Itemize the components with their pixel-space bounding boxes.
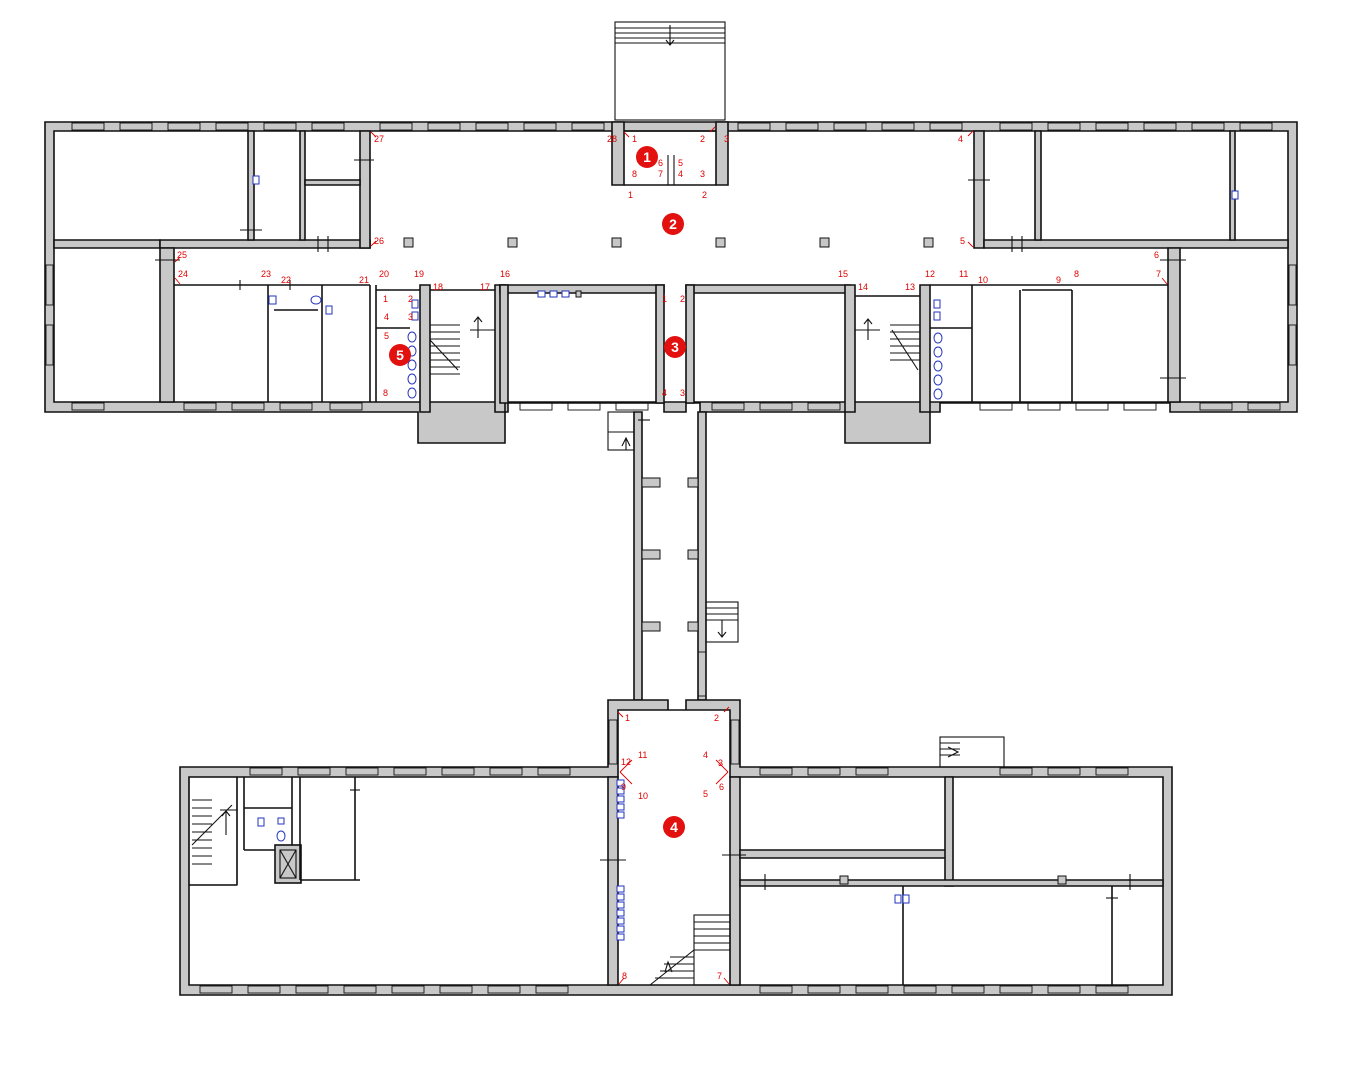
- lobby-point-label: 10: [638, 791, 648, 801]
- lobby-point-label: 1: [625, 713, 630, 723]
- hall-point-label: 14: [858, 282, 868, 292]
- lobby-point-label: 8: [622, 971, 627, 981]
- point-labels: 28 1 2 3 8 6 5 7 4 3 1 2 27 4 26 5 25 24…: [174, 126, 1168, 985]
- vestibule-point-label: 1: [628, 190, 633, 200]
- lobby-point-label: 4: [703, 750, 708, 760]
- hall-point-label: 7: [1156, 269, 1161, 279]
- north-wing: [44, 121, 1298, 444]
- hall-point-label: 8: [1074, 269, 1079, 279]
- hall-point-label: 19: [414, 269, 424, 279]
- hall-point-label: 6: [1154, 250, 1159, 260]
- vestibule-point-label: 3: [700, 169, 705, 179]
- vestibule-point-label: 6: [658, 158, 663, 168]
- hall-point-label: 18: [433, 282, 443, 292]
- vestibule-point-label: 8: [632, 169, 637, 179]
- hall-point-label: 21: [359, 275, 369, 285]
- restroom-point-label: 1: [383, 294, 388, 304]
- lobby-point-label: 7: [717, 971, 722, 981]
- corridor-point-label: 1: [662, 294, 667, 304]
- zone-marker-1: 1: [636, 146, 658, 168]
- corridor-point-label: 4: [662, 388, 667, 398]
- vestibule-point-label: 5: [678, 158, 683, 168]
- vestibule-point-label: 2: [700, 134, 705, 144]
- zone-markers: 1 2 3 4 5: [389, 146, 686, 838]
- lobby-point-label: 5: [703, 789, 708, 799]
- restroom-point-label: 8: [383, 388, 388, 398]
- hall-point-label: 12: [925, 269, 935, 279]
- lobby-point-label: 11: [638, 750, 647, 760]
- hall-point-label: 25: [177, 250, 187, 260]
- south-west-stair-treads: [191, 799, 237, 865]
- zone-number: 3: [671, 339, 679, 355]
- hall-point-label: 11: [959, 269, 968, 279]
- hall-point-label: 16: [500, 269, 510, 279]
- vestibule-point-label: 1: [632, 134, 637, 144]
- restroom-point-label: 5: [384, 331, 389, 341]
- restroom-point-label: 3: [408, 312, 413, 322]
- lobby-point-label: 3: [718, 758, 723, 768]
- lobby-point-label: 6: [719, 782, 724, 792]
- west-stair-treads: [429, 316, 495, 375]
- zone-number: 1: [643, 149, 651, 165]
- north-facade-windows: [71, 122, 1273, 131]
- sanitary-fixtures: [252, 175, 1239, 941]
- entrance-canopy: [614, 21, 726, 121]
- vestibule-point-label: 28: [607, 134, 617, 144]
- hall-point-label: 23: [261, 269, 271, 279]
- hall-point-label: 10: [978, 275, 988, 285]
- hall-point-label: 17: [480, 282, 490, 292]
- hall-point-label: 22: [281, 275, 291, 285]
- zone-number: 2: [669, 216, 677, 232]
- connecting-corridor: [607, 411, 739, 701]
- lobby-point-label: 9: [621, 782, 626, 792]
- lobby-point-label: 12: [621, 757, 631, 767]
- zone-marker-5: 5: [389, 344, 411, 366]
- zone-marker-4: 4: [663, 816, 685, 838]
- hall-point-label: 20: [379, 269, 389, 279]
- zone-number: 5: [396, 347, 404, 363]
- south-wing-north-windows: [249, 767, 1129, 776]
- hall-point-label: 15: [838, 269, 848, 279]
- vestibule-point-label: 3: [724, 134, 729, 144]
- zone-marker-3: 3: [664, 336, 686, 358]
- hall-point-label: 26: [374, 236, 384, 246]
- zone-number: 4: [670, 819, 678, 835]
- hall-point-label: 4: [958, 134, 963, 144]
- south-facade-windows: [199, 985, 1129, 994]
- vestibule-point-label: 4: [678, 169, 683, 179]
- hall-point-label: 5: [960, 236, 965, 246]
- south-wing: [179, 699, 1173, 996]
- hall-point-label: 27: [374, 134, 384, 144]
- restroom-point-label: 2: [408, 294, 413, 304]
- east-stair-treads: [855, 318, 920, 371]
- hall-point-label: 9: [1056, 275, 1061, 285]
- vestibule-point-label: 7: [658, 169, 663, 179]
- hall-point-label: 13: [905, 282, 915, 292]
- corridor-point-label: 2: [680, 294, 685, 304]
- north-wing-south-windows: [71, 402, 1281, 411]
- vestibule-point-label: 2: [702, 190, 707, 200]
- corridor-point-label: 3: [680, 388, 685, 398]
- hall-point-label: 24: [178, 269, 188, 279]
- lobby-point-label: 2: [714, 713, 719, 723]
- zone-marker-2: 2: [662, 213, 684, 235]
- restroom-point-label: 4: [384, 312, 389, 322]
- lobby-stair-treads: [649, 914, 731, 986]
